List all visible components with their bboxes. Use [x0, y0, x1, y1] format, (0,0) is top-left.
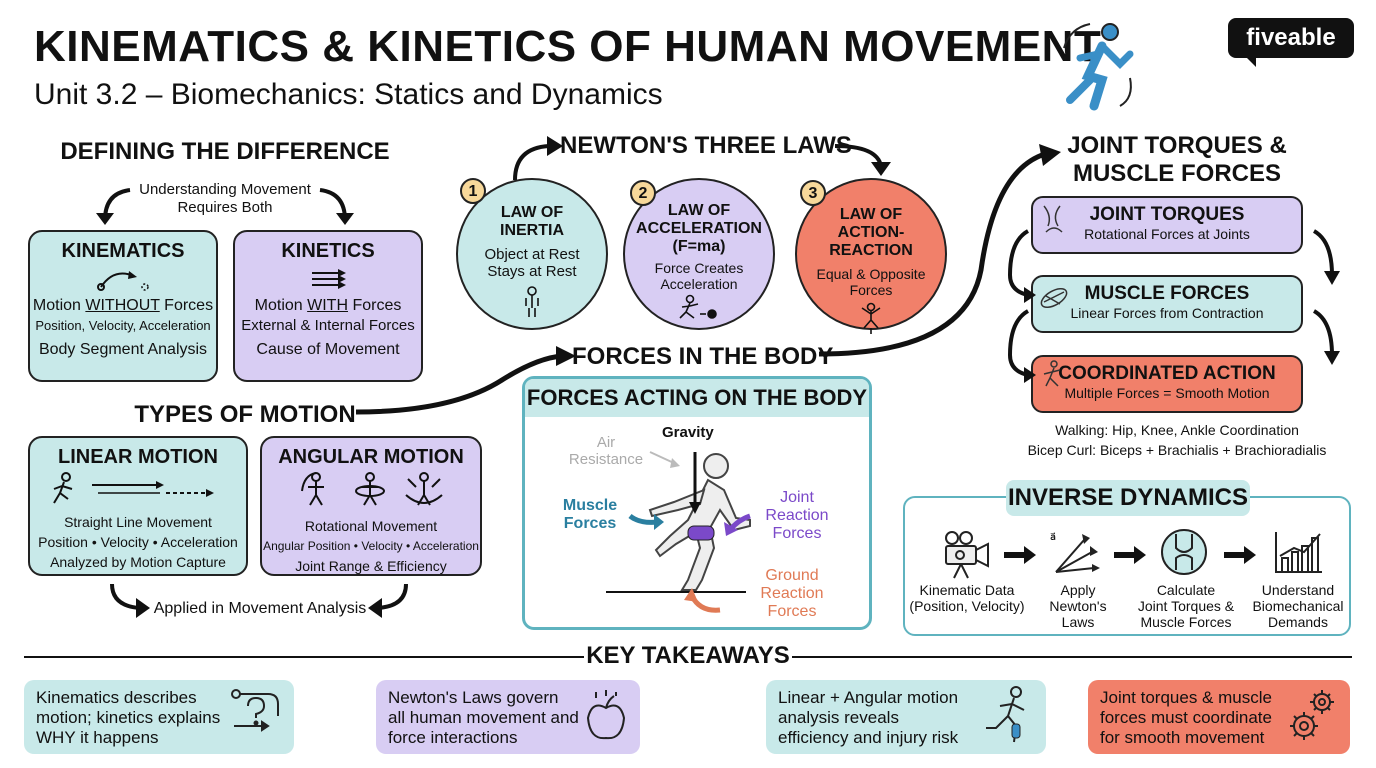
injury-runner-icon: [986, 686, 1025, 743]
kinetics-line1: Motion WITH Forces: [254, 297, 402, 314]
defining-heading: DEFINING THE DIFFERENCE: [60, 138, 390, 165]
kinetics-card: KINETICS Motion WITH Forces External & I…: [233, 230, 423, 382]
standing-figure-icon: [525, 286, 539, 317]
kinematics-card: KINEMATICS Motion WITHOUT Forces Positio…: [28, 230, 218, 382]
kinetics-line3: Cause of Movement: [256, 341, 400, 358]
defining-intro: Understanding Movement Requires Both: [120, 181, 330, 217]
page-subtitle: Unit 3.2 – Biomechanics: Statics and Dyn…: [34, 78, 663, 111]
joint-torques-desc: Rotational Forces at Joints: [1084, 226, 1250, 242]
kinematics-line1: Motion WITHOUT Forces: [32, 297, 214, 314]
defining-intro-line: Requires Both: [177, 199, 273, 216]
angular-line1: Rotational Movement: [304, 518, 438, 534]
forces-panel: FORCES ACTING ON THE BODY: [522, 376, 872, 630]
applied-arrows: [110, 583, 408, 618]
rotation-figures-icon: [301, 472, 443, 506]
angular-line3: Joint Range & Efficiency: [295, 558, 447, 574]
joint-flow-arrows: [1007, 229, 1340, 383]
muscle-forces-title: MUSCLE FORCES: [1084, 283, 1250, 304]
gears-icon: [1290, 690, 1334, 740]
forces-panel-title: FORCES ACTING ON THE BODY: [525, 379, 869, 417]
linear-line1: Straight Line Movement: [64, 514, 212, 530]
joint-heading: JOINT TORQUES &MUSCLE FORCES: [1067, 132, 1287, 187]
knee-joint-icon: [1161, 529, 1207, 575]
intro-arrows: [96, 188, 354, 225]
motion-path-icon: [97, 271, 149, 291]
linear-runner-icon: [53, 472, 214, 504]
runner-body-figure: [606, 451, 751, 613]
force-arrows-icon: [312, 269, 346, 289]
forces-to-joint-arrow: [818, 144, 1061, 357]
applied-label: Applied in Movement Analysis: [153, 600, 367, 617]
example-walking: Walking: Hip, Knee, Ankle Coordination: [1055, 422, 1299, 438]
apple-icon: [586, 690, 626, 740]
kinematics-line2: Position, Velocity, Acceleration: [35, 318, 211, 333]
example-bicep-curl: Bicep Curl: Biceps + Brachialis + Brachi…: [1027, 442, 1327, 458]
law-1-badge: 1: [460, 178, 486, 204]
page-title: KINEMATICS & KINETICS OF HUMAN MOVEMENT: [34, 22, 1102, 71]
gravity-label: Gravity: [662, 424, 714, 441]
joint-examples: Walking: Hip, Knee, Ankle Coordination B…: [1010, 420, 1344, 460]
fiveable-logo[interactable]: fiveable: [1228, 18, 1354, 67]
linear-motion-card: LINEAR MOTION Straight Line Movement Pos…: [28, 436, 248, 576]
law-3-badge: 3: [800, 180, 826, 206]
defining-intro-line: Understanding Movement: [139, 181, 311, 198]
motion-heading: TYPES OF MOTION: [134, 401, 356, 428]
joint-torques-card: JOINT TORQUES Rotational Forces at Joint…: [1031, 196, 1303, 254]
takeaways-heading: KEY TAKEAWAYS: [586, 642, 790, 669]
inverse-step-1: Kinematic Data(Position, Velocity): [909, 582, 1025, 614]
kinetics-title: KINETICS: [281, 240, 375, 262]
vector-arrows-icon: a⃗: [1050, 532, 1100, 573]
inverse-flow-arrows: [1004, 546, 1256, 564]
running-person-icon: [1063, 23, 1134, 111]
angular-motion-title: ANGULAR MOTION: [278, 446, 464, 468]
kinematics-title: KINEMATICS: [61, 240, 185, 262]
joint-card-icons: [1040, 205, 1068, 387]
linear-line3: Analyzed by Motion Capture: [50, 554, 226, 570]
jumping-figure-icon: [861, 302, 881, 334]
kicking-figure-icon: [679, 294, 717, 319]
joint-torques-title: JOINT TORQUES: [1089, 204, 1245, 225]
muscle-forces-card: MUSCLE FORCES Linear Forces from Contrac…: [1031, 275, 1303, 333]
coordinated-action-desc: Multiple Forces = Smooth Motion: [1064, 385, 1270, 401]
kinetics-line2: External & Internal Forces: [241, 317, 415, 334]
law-2-badge: 2: [630, 180, 656, 206]
motion-to-forces-arrow: [355, 346, 576, 415]
angular-line2: Angular Position • Velocity • Accelerati…: [263, 539, 479, 553]
kinematics-line3: Body Segment Analysis: [38, 341, 208, 358]
newton-arrows: [513, 136, 891, 181]
coordinated-action-title: COORDINATED ACTION: [1058, 363, 1276, 384]
angular-motion-card: ANGULAR MOTION Rotational Movement Angul…: [260, 436, 482, 576]
forces-heading: FORCES IN THE BODY: [572, 343, 834, 370]
coordinated-action-card: COORDINATED ACTION Multiple Forces = Smo…: [1031, 355, 1303, 413]
video-camera-icon: [945, 531, 989, 579]
muscle-forces-desc: Linear Forces from Contraction: [1070, 305, 1264, 321]
question-path-icon: [231, 689, 279, 732]
bar-chart-icon: [1275, 532, 1322, 573]
takeaways-divider-right: [792, 656, 1352, 658]
newton-heading: NEWTON'S THREE LAWS: [560, 132, 852, 159]
linear-motion-title: LINEAR MOTION: [58, 446, 218, 468]
linear-line2: Position • Velocity • Acceleration: [38, 534, 238, 550]
takeaways-divider-left: [24, 656, 584, 658]
svg-text:a⃗: a⃗: [1050, 532, 1056, 543]
inverse-heading: INVERSE DYNAMICS: [1006, 480, 1250, 516]
